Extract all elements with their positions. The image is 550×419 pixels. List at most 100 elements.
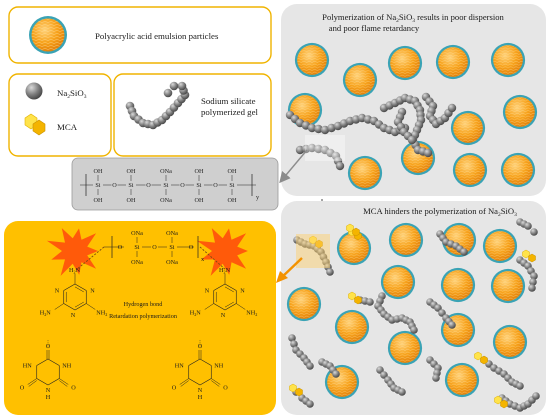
mca-hexagon bbox=[295, 387, 303, 397]
chem-nh: NH bbox=[214, 363, 223, 370]
yellow-panel-label-line1: Hydrogen bond bbox=[124, 301, 164, 308]
legend-gel-line2: polymerized gel bbox=[201, 107, 258, 117]
chem-o: O bbox=[118, 244, 123, 251]
silicate-bead bbox=[314, 124, 323, 134]
chem-nh2: H2N bbox=[219, 267, 231, 275]
chem-n: N bbox=[46, 387, 51, 394]
chem-o: O bbox=[152, 244, 157, 251]
chem-nh: NH bbox=[62, 363, 71, 370]
chem-hn: HN bbox=[23, 363, 32, 370]
chem-o: O bbox=[189, 244, 194, 251]
silicate-chain bbox=[426, 298, 456, 329]
emulsion-particle bbox=[444, 362, 480, 398]
bottom-panel-title: MCA hinders the polymerization of Na2SiO… bbox=[363, 206, 517, 218]
silicate-chain bbox=[288, 334, 314, 370]
silicate-bead bbox=[530, 272, 538, 280]
emulsion-particle bbox=[342, 62, 378, 98]
silicate-bead bbox=[290, 340, 298, 348]
chem-si: Si bbox=[128, 182, 133, 189]
silicate-bead bbox=[306, 362, 314, 370]
emulsion-particle bbox=[440, 267, 476, 303]
silicate-bead bbox=[335, 161, 345, 171]
silicate-chain bbox=[426, 356, 442, 382]
chem-subscript-x: x bbox=[201, 256, 205, 263]
zoom-arrow-bottom bbox=[276, 257, 303, 283]
top-panel: Polymerization of Na2SiO3 results in poo… bbox=[281, 4, 546, 196]
legend-gel-line1: Sodium silicate bbox=[201, 96, 256, 106]
legend-bead-icon bbox=[25, 82, 43, 100]
emulsion-particle bbox=[492, 324, 528, 360]
legend-na2sio3-mca-box: Na2SiO3 MCA bbox=[8, 73, 112, 157]
emulsion-particle bbox=[294, 42, 330, 78]
chem-top-group: ONa bbox=[160, 168, 172, 175]
silicate-bead bbox=[307, 123, 317, 133]
chem-h2n: H2N bbox=[190, 310, 202, 318]
chem-o: O bbox=[172, 385, 177, 392]
chem-bottom-group: ONa bbox=[166, 259, 178, 266]
emulsion-particle bbox=[387, 330, 423, 366]
bottom-zoom-highlight bbox=[296, 234, 330, 268]
chem-h: H bbox=[46, 394, 51, 401]
mca-molecule bbox=[346, 223, 360, 237]
chem-bottom-group: OH bbox=[195, 197, 204, 204]
silicate-bead bbox=[307, 143, 317, 153]
chem-n: N bbox=[55, 288, 60, 295]
silicate-chain bbox=[295, 143, 345, 171]
chem-top-group: OH bbox=[195, 168, 204, 175]
top-panel-title-line2: and poor flame retardancy bbox=[329, 23, 420, 33]
silicate-bead bbox=[332, 370, 340, 378]
mca-molecule bbox=[348, 291, 362, 305]
emulsion-particle bbox=[387, 45, 423, 81]
chem-h2n: H2N bbox=[40, 310, 52, 318]
chem-o: O bbox=[46, 343, 51, 350]
silicate-chain bbox=[516, 218, 538, 236]
chem-top-group: OH bbox=[94, 168, 103, 175]
silicate-bead bbox=[306, 400, 314, 408]
chem-n: N bbox=[205, 288, 210, 295]
chem-si: Si bbox=[196, 182, 201, 189]
chem-top-group: OH bbox=[127, 168, 136, 175]
mca-molecule bbox=[289, 383, 303, 397]
silicate-chain bbox=[318, 358, 340, 378]
silicate-chain bbox=[421, 92, 457, 129]
chem-n: N bbox=[240, 288, 245, 295]
mca-hexagon bbox=[500, 399, 508, 409]
mca-hexagon bbox=[352, 227, 360, 237]
silicate-bead bbox=[423, 148, 433, 158]
silicate-bead bbox=[169, 81, 179, 91]
chem-top-group: ONa bbox=[131, 230, 143, 237]
chem-o: O bbox=[223, 385, 228, 392]
chem-bottom-group: ONa bbox=[160, 197, 172, 204]
mca-hexagon bbox=[480, 355, 488, 365]
chem-n: N bbox=[221, 312, 226, 319]
silicate-chain bbox=[436, 230, 468, 256]
emulsion-particle bbox=[286, 286, 322, 322]
mca-hexagon bbox=[315, 239, 323, 249]
emulsion-particle bbox=[347, 155, 383, 191]
silicate-bead bbox=[432, 374, 440, 382]
chem-o: O bbox=[71, 385, 76, 392]
emulsion-particle bbox=[336, 230, 372, 266]
emulsion-particle bbox=[490, 268, 526, 304]
silicate-bead bbox=[460, 248, 468, 256]
legend-gel-chain-icon bbox=[125, 81, 190, 130]
silicate-bead bbox=[314, 144, 323, 154]
silicate-bead bbox=[366, 298, 374, 306]
chem-n: N bbox=[198, 387, 203, 394]
silicate-chain bbox=[374, 292, 418, 334]
chem-o: O bbox=[180, 182, 185, 189]
chem-bottom-group: OH bbox=[228, 197, 237, 204]
silicate-chain bbox=[393, 107, 417, 145]
interaction-burst bbox=[196, 228, 248, 276]
silicate-bead bbox=[448, 321, 456, 329]
legend-mca-label: MCA bbox=[57, 122, 78, 132]
silicate-bead bbox=[398, 388, 406, 396]
emulsion-particle bbox=[450, 110, 486, 146]
top-zoom-highlight bbox=[305, 135, 345, 161]
chem-hn: HN bbox=[175, 363, 184, 370]
emulsion-particle bbox=[502, 94, 538, 130]
bottom-panel: MCA hinders the polymerization of Na2SiO… bbox=[281, 201, 546, 415]
legend-gel-box: Sodium silicate polymerized gel bbox=[113, 73, 272, 157]
